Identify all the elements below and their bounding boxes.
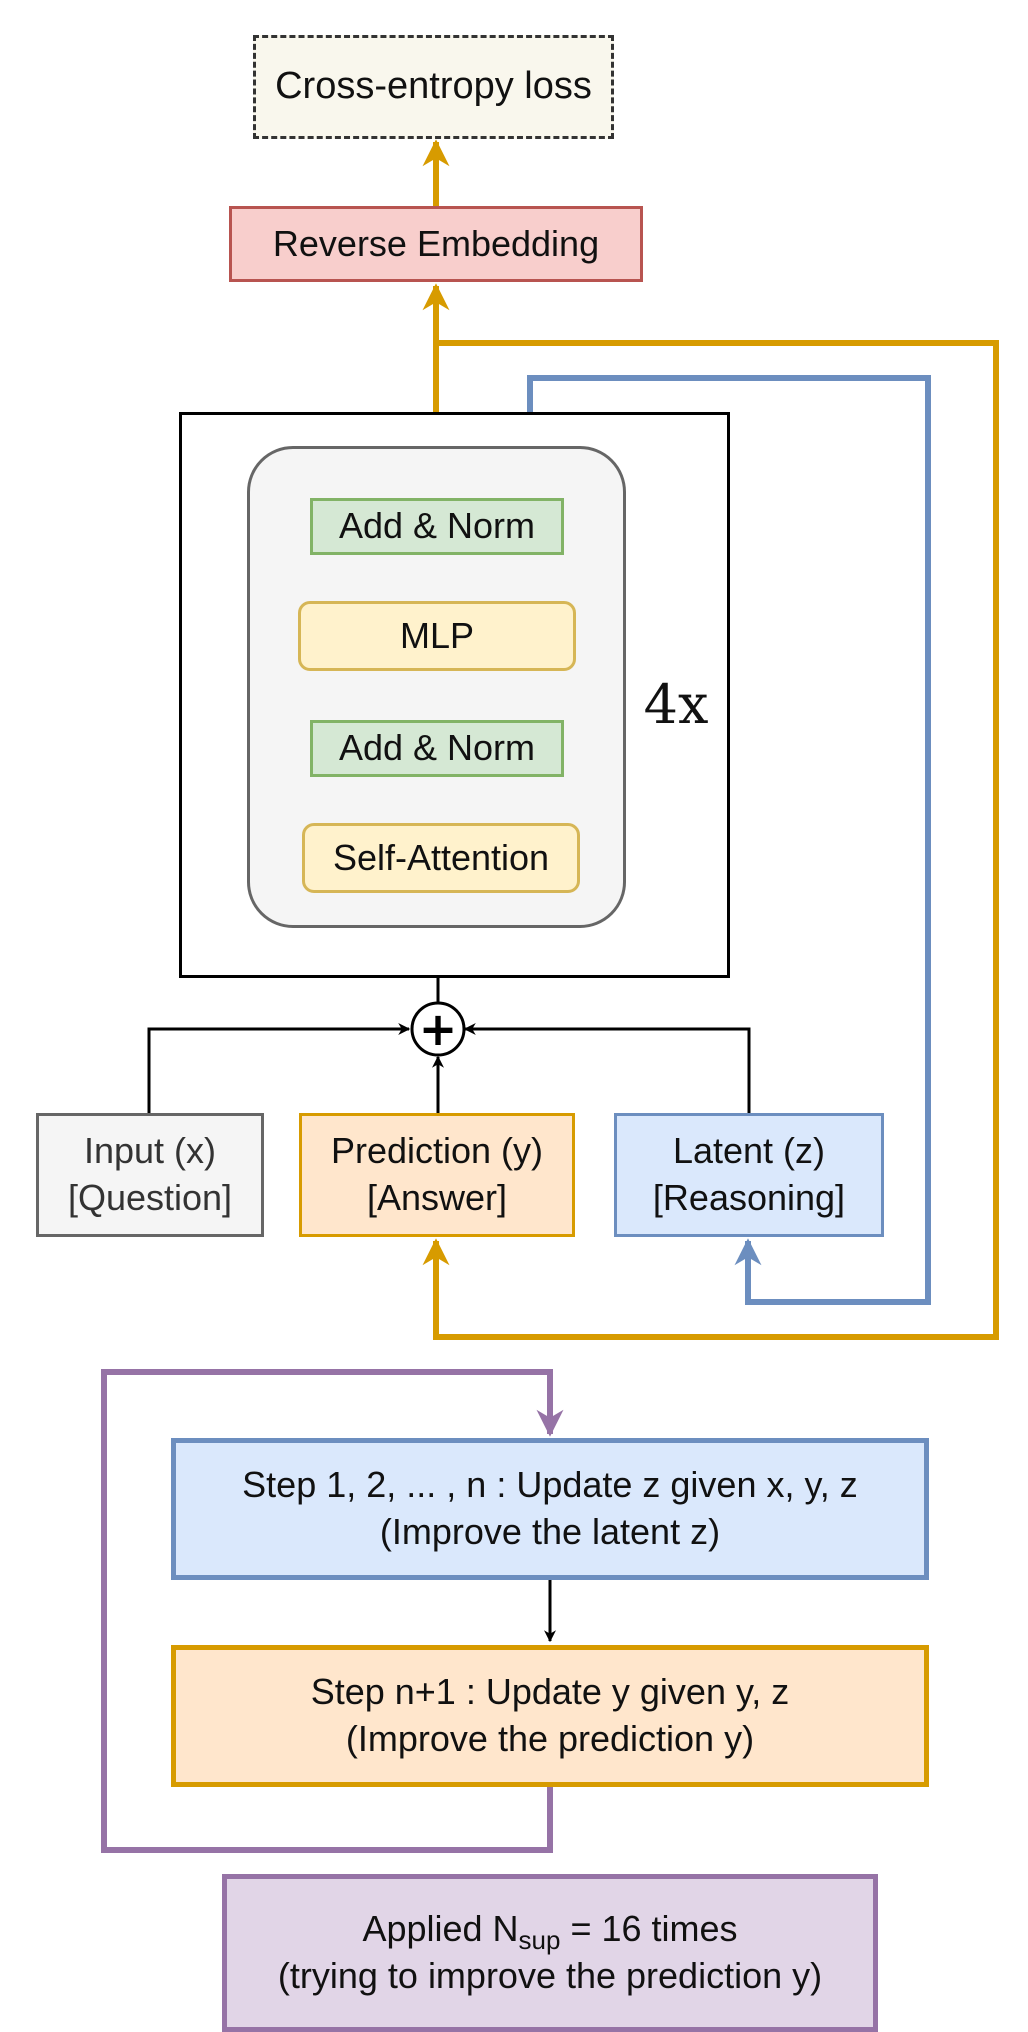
input-x-line2: [Question]: [67, 1177, 233, 1218]
sum-node: [410, 1001, 466, 1057]
latent-feedback-loop: [527, 375, 931, 1305]
add-norm-bottom-label: Add & Norm: [338, 727, 536, 769]
prediction-y-line1: Prediction (y): [330, 1130, 544, 1172]
prediction-feedback-loop: [422, 340, 999, 1340]
step-update-y-box: Step n+1 : Update y given y, z (Improve …: [171, 1645, 929, 1787]
step-update-y-line1: Step n+1 : Update y given y, z: [310, 1671, 790, 1713]
prediction-y-box: Prediction (y) [Answer]: [299, 1113, 575, 1237]
supervision-loop: [101, 1369, 564, 1853]
arrow-latent-to-sum: [463, 1023, 751, 1113]
prediction-y-line2: [Answer]: [366, 1177, 508, 1218]
repeat-count: 4x: [626, 665, 726, 745]
self-attention-label: Self-Attention: [332, 836, 550, 878]
applied-nsup-line1: Applied Nsup = 16 times: [362, 1908, 738, 1956]
latent-z-box: Latent (z) [Reasoning]: [614, 1113, 884, 1237]
repeat-count-label: 4x: [643, 672, 709, 736]
latent-z-line1: Latent (z): [672, 1130, 826, 1172]
add-norm-bottom: Add & Norm: [310, 720, 564, 777]
mlp-label: MLP: [399, 614, 475, 656]
cross-entropy-loss-box: Cross-entropy loss: [253, 35, 614, 139]
step-update-z-line1: Step 1, 2, ... , n : Update z given x, y…: [242, 1464, 858, 1506]
add-norm-top-label: Add & Norm: [338, 505, 536, 547]
step-update-y-line2: (Improve the prediction y): [345, 1718, 755, 1759]
applied-nsup-line2: (trying to improve the prediction y): [277, 1955, 823, 1996]
self-attention-box: Self-Attention: [302, 823, 580, 893]
latent-z-line2: [Reasoning]: [652, 1177, 846, 1218]
sum-symbol: +: [419, 1002, 458, 1056]
reverse-embedding-box: Reverse Embedding: [229, 206, 643, 282]
step-update-z-line2: (Improve the latent z): [379, 1511, 721, 1552]
cross-entropy-loss-label: Cross-entropy loss: [275, 65, 592, 108]
reverse-embedding-label: Reverse Embedding: [272, 222, 600, 264]
arrow-input-to-sum: [147, 1023, 411, 1113]
input-x-box: Input (x) [Question]: [36, 1113, 264, 1237]
step-update-z-box: Step 1, 2, ... , n : Update z given x, y…: [171, 1438, 929, 1580]
add-norm-top: Add & Norm: [310, 498, 564, 555]
applied-nsup-box: Applied Nsup = 16 times (trying to impro…: [222, 1874, 878, 2032]
mlp-box: MLP: [298, 601, 576, 671]
input-x-line1: Input (x): [83, 1130, 217, 1172]
